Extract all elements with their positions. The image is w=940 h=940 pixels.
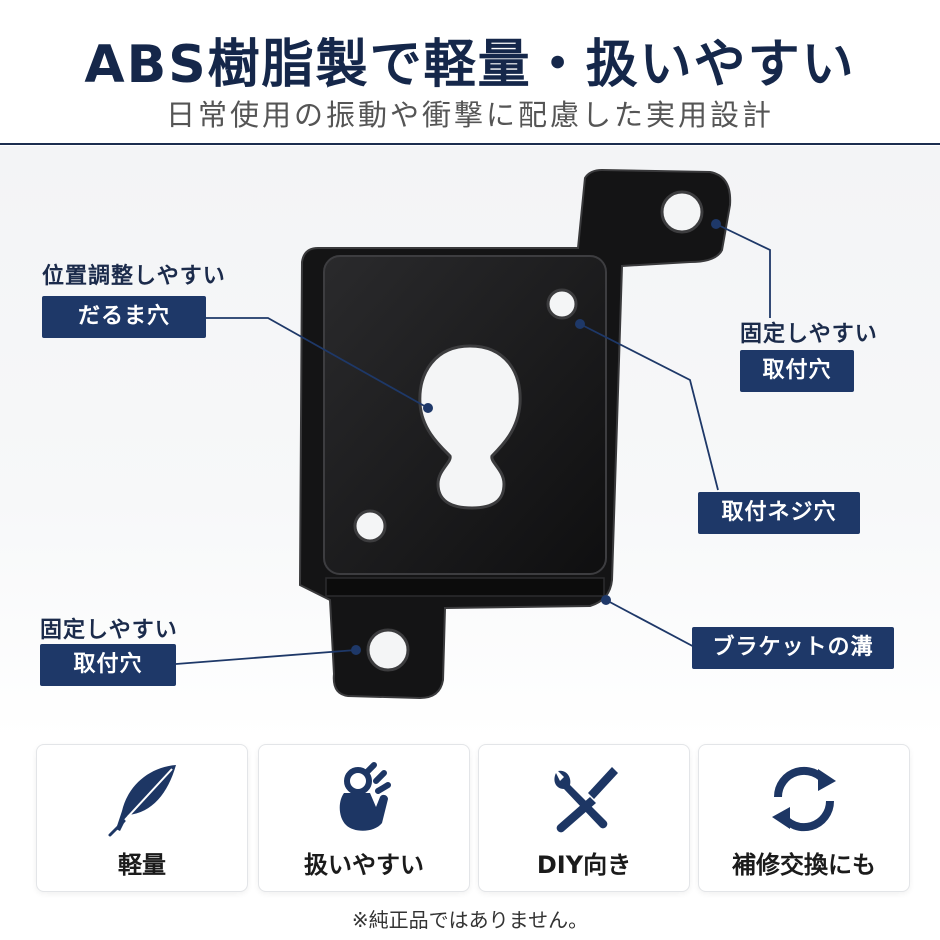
page-title: ABS樹脂製で軽量・扱いやすい xyxy=(84,35,856,95)
screw-hole-tag: 取付ネジ穴 xyxy=(698,492,860,534)
feature-label: 補修交換にも xyxy=(732,851,876,879)
feature-card-repair: 補修交換にも xyxy=(698,744,910,892)
groove-tag: ブラケットの溝 xyxy=(692,627,894,669)
feature-card-lightweight: 軽量 xyxy=(36,744,248,892)
feature-label: 扱いやすい xyxy=(304,851,424,879)
wrench-screwdriver-icon xyxy=(554,767,618,833)
top-hole-caption: 固定しやすい xyxy=(740,322,878,347)
bottom-hole-caption: 固定しやすい xyxy=(40,618,178,643)
hand-ok-icon xyxy=(339,762,391,831)
feature-label: DIY向き xyxy=(536,851,632,879)
feather-icon xyxy=(108,765,176,837)
footnote-disclaimer: ※純正品ではありません。 xyxy=(351,908,589,932)
bottom-hole-tag: 取付穴 xyxy=(40,644,176,686)
refresh-icon xyxy=(772,766,836,832)
keyhole-tag: だるま穴 xyxy=(42,296,206,338)
page-subtitle: 日常使用の振動や衝撃に配慮した実用設計 xyxy=(165,98,774,132)
top-hole-tag: 取付穴 xyxy=(740,350,854,392)
feature-card-easy-handling: 扱いやすい xyxy=(258,744,470,892)
keyhole-caption: 位置調整しやすい xyxy=(42,264,226,289)
feature-label: 軽量 xyxy=(118,851,166,879)
header-divider xyxy=(0,143,940,145)
feature-card-diy: DIY向き xyxy=(478,744,690,892)
